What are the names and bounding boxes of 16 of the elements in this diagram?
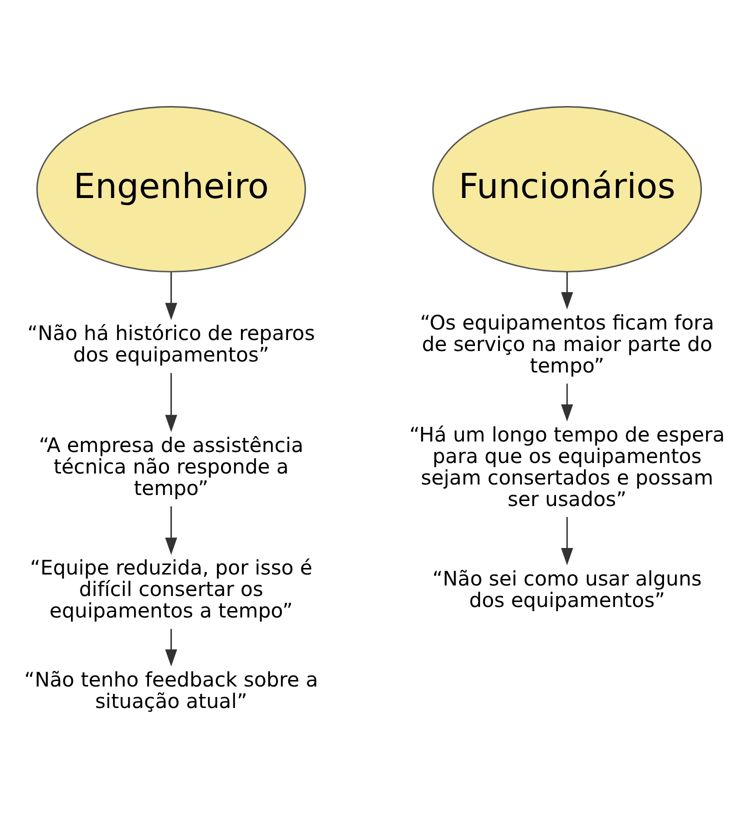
node-text: “Equipe reduzida, por isso é difícil consertar os equipamentos a tempo” <box>30 555 312 622</box>
node-ellipse: Funcionários <box>432 106 702 272</box>
node-text: “Não sei como usar alguns dos equipamentos” <box>432 566 702 612</box>
arrow <box>165 372 178 432</box>
arrow <box>561 271 574 309</box>
node-ellipse: Engenheiro <box>36 106 306 272</box>
node-text: “A empresa de assistência técnica não responde a tempo” <box>38 432 304 500</box>
arrow <box>561 516 574 565</box>
node-text: “Há um longo tempo de espera para que os equipamentos sejam consertados e possam ser usados” <box>409 422 725 510</box>
arrow <box>561 383 574 422</box>
node-text: “Não tenho feedback sobre a situação atual” <box>24 667 318 713</box>
node-text: “Os equipamentos ficam fora de serviço na maior parte do tempo” <box>420 310 714 377</box>
arrow <box>165 506 178 554</box>
arrow <box>165 271 178 320</box>
arrow <box>165 628 178 666</box>
node-text: “Não há histórico de reparos dos equipamentos” <box>27 320 315 366</box>
